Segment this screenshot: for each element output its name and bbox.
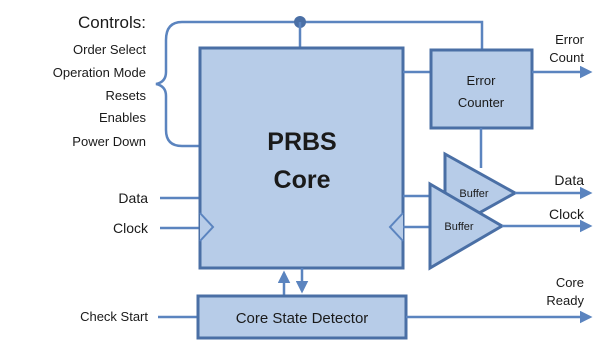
core-clock-input-marker <box>199 212 215 242</box>
control-bus-wire <box>182 20 484 50</box>
error-counter-label-line1: Error <box>467 73 497 88</box>
controls-bracket <box>155 20 183 148</box>
clock-buffer-triangle <box>428 181 505 271</box>
core-state-detector-block <box>196 294 408 340</box>
data-buffer-label: Buffer <box>459 188 488 200</box>
clock-input-label: Clock <box>113 220 149 236</box>
core-state-detector-label: Core State Detector <box>236 310 369 327</box>
error-counter-block <box>429 48 534 130</box>
core-title-line2: Core <box>274 166 331 194</box>
control-enables: Enables <box>99 110 146 125</box>
clock-output-label: Clock <box>549 206 585 222</box>
control-power-down: Power Down <box>72 134 146 149</box>
data-input-label: Data <box>118 190 148 206</box>
error-counter-label-line2: Counter <box>458 95 505 110</box>
clock-buffer-label: Buffer <box>444 221 473 233</box>
control-resets: Resets <box>106 88 147 103</box>
controls-heading: Controls: <box>78 13 146 32</box>
core-title-line1: PRBS <box>267 128 336 156</box>
core-clock-output-marker <box>388 212 404 242</box>
control-operation-mode: Operation Mode <box>53 65 146 80</box>
prbs-core-block <box>198 46 405 270</box>
error-count-label-line2: Count <box>549 50 584 65</box>
data-output-label: Data <box>554 172 584 188</box>
core-ready-label-line2: Ready <box>546 293 584 308</box>
core-ready-label-line1: Core <box>556 275 584 290</box>
control-order-select: Order Select <box>73 42 146 57</box>
error-count-label-line1: Error <box>555 32 585 47</box>
check-start-label: Check Start <box>80 309 148 324</box>
